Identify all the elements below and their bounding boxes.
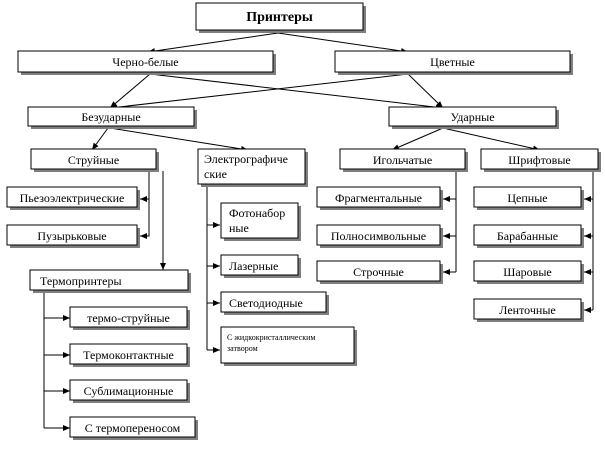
node-electro-label-line2: ские [204,167,227,181]
node-bubble-label: Пузырьковые [37,229,106,243]
edge-mono-nonimpact [109,73,151,109]
diagram-nodes: Принтеры Черно-белые Цветные Безударные … [6,2,601,440]
node-mono: Черно-белые [17,50,276,75]
edge-root-mono [147,32,279,54]
edge-color-nonimpact [109,73,409,111]
node-thermotransfer: С термопереносом [69,416,198,440]
node-thermo-inkjet: термо-струйные [69,306,190,330]
node-thermocontact: Термоконтактные [69,343,190,367]
node-fragment-label: Фрагментальные [335,191,422,205]
node-lcd: С жидкокристаллическим затвором [220,326,357,366]
node-chain-label: Цепные [507,191,547,205]
node-inkjet-label: Струйные [68,153,119,167]
node-electro: Электрографиче ские [197,148,308,187]
node-chain: Цепные [473,186,584,210]
edge-inkjet-piezo [140,171,150,202]
node-thermo-label: Термопринтеры [40,274,122,288]
node-thermo: Термопринтеры [29,269,191,293]
node-nonimpact-label: Безударные [81,110,140,124]
node-fullchar: Полносимвольные [316,224,443,248]
node-thermo-inkjet-label: термо-струйные [87,311,170,325]
node-drum-label: Барабанные [497,229,558,243]
node-photoset-label-line2: ные [229,221,249,235]
node-needle: Игольчатые [339,148,468,172]
node-nonimpact: Безударные [27,106,197,129]
node-bubble: Пузырьковые [6,224,140,248]
node-line: Строчные [316,260,443,284]
node-needle-label: Игольчатые [373,153,432,167]
node-impact-label: Ударные [450,110,494,124]
node-thermotransfer-label: С термопереносом [85,421,181,435]
node-root: Принтеры [195,2,366,33]
node-thermocontact-label: Термоконтактные [83,348,174,362]
node-photoset: Фотонабор ные [220,202,301,241]
node-piezo: Пьезоэлектрические [6,186,140,210]
node-drum: Барабанные [473,224,584,248]
node-fullchar-label: Полносимвольные [331,229,426,243]
node-led-label: Светодиодные [229,296,303,310]
node-piezo-label: Пьезоэлектрические [20,191,125,205]
edge-mono-impact [149,73,444,111]
node-photoset-label-line1: Фотонабор [229,206,285,220]
edge-nonimpact-electro [109,127,249,152]
node-font-label: Шрифтовые [508,153,570,167]
node-laser-label: Лазерные [229,259,278,273]
node-fragment: Фрагментальные [316,186,443,210]
edge-inkjet-bubble [140,199,150,239]
node-electro-label-line1: Электрографиче [204,152,288,166]
node-color: Цветные [334,50,573,75]
edge-nonimpact-inkjet [91,127,109,151]
node-impact: Ударные [388,106,559,129]
node-sublimation: Сублимационные [69,379,190,403]
node-ball-label: Шаровые [503,265,552,279]
node-lcd-label-line1: С жидкокристаллическим [227,333,315,342]
node-mono-label: Черно-белые [112,55,178,69]
edge-impact-needle [391,127,444,151]
node-laser: Лазерные [220,254,301,278]
node-ball: Шаровые [473,260,584,284]
node-line-label: Строчные [353,265,404,279]
node-sublimation-label: Сублимационные [84,384,174,398]
node-lcd-label-line2: затвором [227,344,258,353]
node-root-label: Принтеры [246,10,313,25]
diagram-edges [43,32,594,431]
node-band-label: Ленточные [499,303,555,317]
node-led: Светодиодные [220,291,329,315]
edge-color-impact [407,73,444,109]
node-font: Шрифтовые [480,148,601,172]
node-band: Ленточные [473,298,584,322]
node-inkjet: Струйные [30,148,159,172]
edge-root-color [277,32,409,54]
edge-impact-font [442,127,541,152]
node-color-label: Цветные [430,55,475,69]
